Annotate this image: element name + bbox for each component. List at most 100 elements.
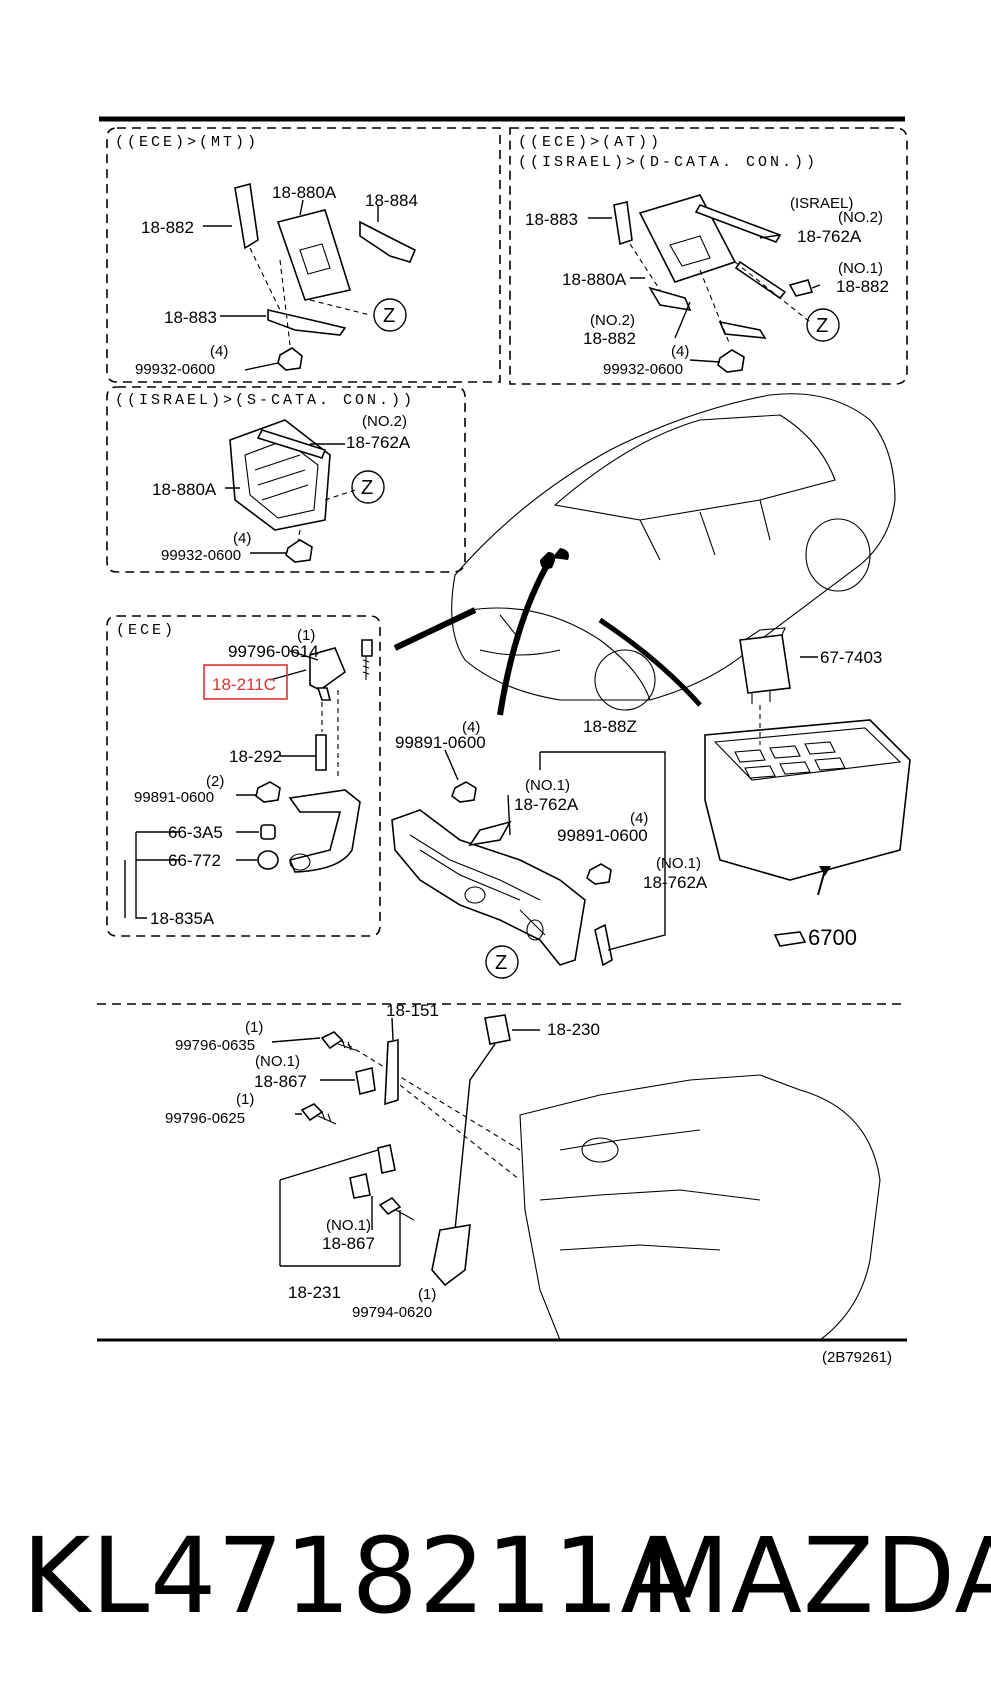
part-label: 18-762A: [346, 433, 411, 452]
hose-18-292: [315, 734, 327, 771]
nut-99932-0600: [277, 347, 303, 371]
fuse-box-assembly: 67-7403 6700: [704, 627, 911, 950]
bracket-18-231: [377, 1144, 396, 1174]
part-label: ((ISRAEL)>(S-CATA. CON.)): [115, 392, 415, 409]
bracket-18-883: [267, 308, 347, 336]
part-label: 99932-0600: [603, 361, 683, 378]
grommet-66-3A5: [260, 824, 276, 840]
bracket-18-151: [384, 1039, 399, 1106]
part-label: Z: [816, 315, 828, 337]
highlight-box-18-211C: [203, 664, 288, 700]
part-label: 18-880A: [272, 183, 337, 202]
part-label: (NO.1): [525, 777, 570, 794]
bolt-99796-0625: [300, 1103, 324, 1122]
strap-18-762A-upper: [468, 820, 512, 847]
bolt-99796-0635: [320, 1031, 344, 1050]
part-label: 18-151: [386, 1001, 439, 1020]
part-label: (NO.1): [838, 260, 883, 277]
clip-18-867-lower: [349, 1173, 371, 1199]
part-label: 99796-0614: [228, 642, 319, 661]
pointer-arrow-left: [393, 607, 477, 651]
nut-99932-0600-at: [717, 349, 745, 373]
strap-no2: [694, 204, 782, 243]
part-label: 18-762A: [514, 795, 579, 814]
panel-israel: ((ISRAEL)>(S-CATA. CON.)) Z (NO.2) 18-76…: [106, 386, 466, 573]
connector-18-230: [484, 1014, 511, 1045]
pointer-arrow-mid: [497, 558, 553, 716]
grommet-66-772: [257, 850, 279, 870]
part-label: (4): [671, 343, 689, 360]
part-label: 18-883: [525, 210, 578, 229]
bolt-99796-0614: [361, 639, 373, 657]
strap-18-762A-lower: [594, 923, 613, 967]
part-label: (NO.1): [656, 855, 701, 872]
module-18-880A-at: [638, 194, 737, 283]
highlighted-part-label: 18-211C: [212, 675, 276, 694]
part-label: (NO.2): [838, 209, 883, 226]
center-assembly: Z (4) 99891-0600 18-88Z (NO.1) 18-762A (…: [391, 717, 708, 979]
sensor-18-230: [431, 1224, 471, 1287]
bracket-18-882: [234, 182, 259, 250]
part-label: 18-231: [288, 1283, 341, 1302]
engine-sensor-section: (1) 99796-0635 18-151 18-230 (NO.1) 18-8…: [165, 1001, 881, 1341]
part-label: 99932-0600: [135, 361, 215, 378]
part-label: 99932-0600: [161, 547, 241, 564]
part-label: 18-884: [365, 191, 418, 210]
part-label: (ECE): [116, 622, 176, 639]
part-label: 18-835A: [150, 909, 215, 928]
bolt-99794-0620: [378, 1196, 402, 1216]
part-label: Z: [361, 477, 373, 499]
part-label: 18-88Z: [583, 717, 637, 736]
pointer-hand-icon: [773, 931, 807, 947]
part-label: (NO.1): [326, 1217, 371, 1234]
part-label: 99891-0600: [557, 826, 648, 845]
part-label: 99796-0625: [165, 1110, 245, 1127]
part-label: (NO.1): [255, 1053, 300, 1070]
panel-mt-header: ((ECE)>(MT)): [115, 134, 259, 151]
part-label: 18-292: [229, 747, 282, 766]
part-label: Z: [495, 952, 507, 974]
part-label: 18-230: [547, 1020, 600, 1039]
part-label: (1): [236, 1091, 254, 1108]
circle-z-mt: [373, 298, 407, 332]
clip-18-867-upper: [355, 1067, 376, 1095]
part-label: 99794-0620: [352, 1304, 432, 1321]
part-label: 66-772: [168, 851, 221, 870]
figure-code: (2B79261): [822, 1349, 892, 1366]
bracket-18-882-no1: [788, 279, 814, 297]
part-number: KL4718211A: [22, 1515, 692, 1637]
fuse-box-6700: [704, 719, 911, 881]
part-label: ((ISRAEL)>(D-CATA. CON.)): [518, 154, 818, 171]
part-label: ((ECE)>(AT)): [518, 134, 662, 151]
part-label: 18-867: [322, 1234, 375, 1253]
panel-ece-mt: ((ECE)>(MT)) Z 18-880A 18-882 18-884 18-…: [106, 127, 501, 383]
part-label: 67-7403: [820, 648, 882, 667]
nut-israel: [285, 539, 313, 563]
relay-67-7403: [739, 634, 791, 694]
bracket-18-835A: [288, 789, 361, 873]
strap-no1: [734, 260, 787, 300]
part-label: 18-880A: [562, 270, 627, 289]
circle-z-label: Z: [383, 305, 395, 327]
bracket-18-883-at: [613, 201, 633, 246]
pointer-arrow-right: [598, 617, 702, 707]
part-label: 99891-0600: [134, 789, 214, 806]
part-label: (4): [233, 530, 251, 547]
part-label: 18-762A: [643, 873, 708, 892]
part-label: (1): [418, 1286, 436, 1303]
part-label: 18-880A: [152, 480, 217, 499]
bracket-18-884: [359, 220, 417, 263]
part-label: 99796-0635: [175, 1037, 255, 1054]
part-label: (4): [630, 810, 648, 827]
part-label: 99891-0600: [395, 733, 486, 752]
part-label: (NO.2): [362, 413, 407, 430]
part-label: 18-883: [164, 308, 217, 327]
part-label: 6700: [808, 925, 857, 950]
brand-name: MAZDA: [640, 1515, 991, 1637]
part-label: 18-882: [836, 277, 889, 296]
part-label: (1): [245, 1019, 263, 1036]
part-label: 18-762A: [797, 227, 862, 246]
part-label: 18-867: [254, 1072, 307, 1091]
part-label: (1): [297, 627, 315, 644]
